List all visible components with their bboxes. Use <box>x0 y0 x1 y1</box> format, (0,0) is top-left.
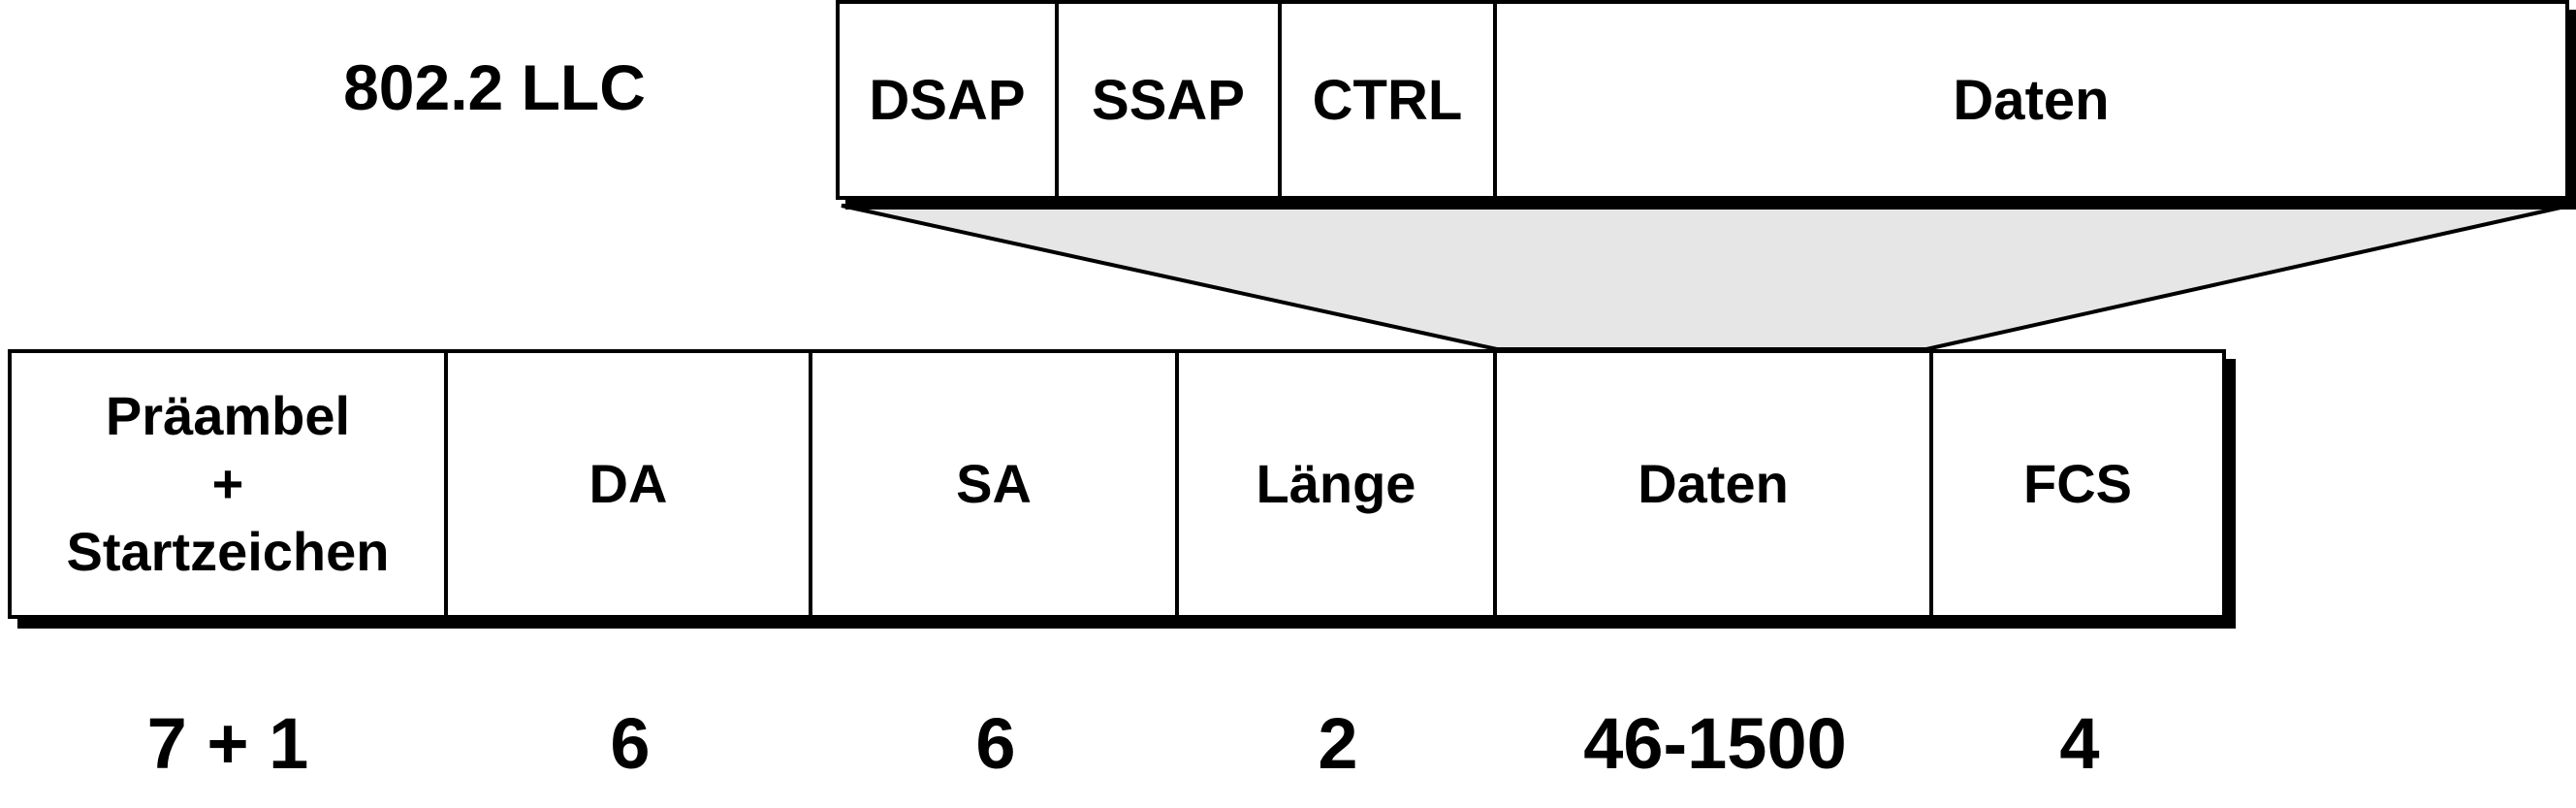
llc-field-ssap: SSAP <box>1059 0 1282 200</box>
field-sizes: 7 + 1 6 6 2 46-1500 4 <box>8 695 2226 792</box>
llc-field-ctrl: CTRL <box>1282 0 1497 200</box>
frame-field-fcs: FCS <box>1933 349 2226 619</box>
llc-field-dsap: DSAP <box>836 0 1059 200</box>
size-preamble: 7 + 1 <box>146 702 309 784</box>
size-data: 46-1500 <box>1583 702 1847 784</box>
size-fcs: 4 <box>2059 702 2100 784</box>
size-length: 2 <box>1318 702 1358 784</box>
funnel-shape <box>841 204 2570 351</box>
size-da: 6 <box>610 702 651 784</box>
frame-field-data: Daten <box>1497 349 1933 619</box>
frame-field-preamble: Präambel + Startzeichen <box>8 349 448 619</box>
ethernet-frame: Präambel + Startzeichen DA SA Länge Date… <box>8 349 2226 619</box>
size-sa: 6 <box>975 702 1016 784</box>
llc-header: DSAP SSAP CTRL Daten <box>836 0 2569 200</box>
llc-field-data: Daten <box>1497 0 2569 200</box>
llc-title: 802.2 LLC <box>343 51 646 123</box>
frame-field-length: Länge <box>1179 349 1497 619</box>
frame-field-da: DA <box>448 349 812 619</box>
frame-field-sa: SA <box>812 349 1179 619</box>
